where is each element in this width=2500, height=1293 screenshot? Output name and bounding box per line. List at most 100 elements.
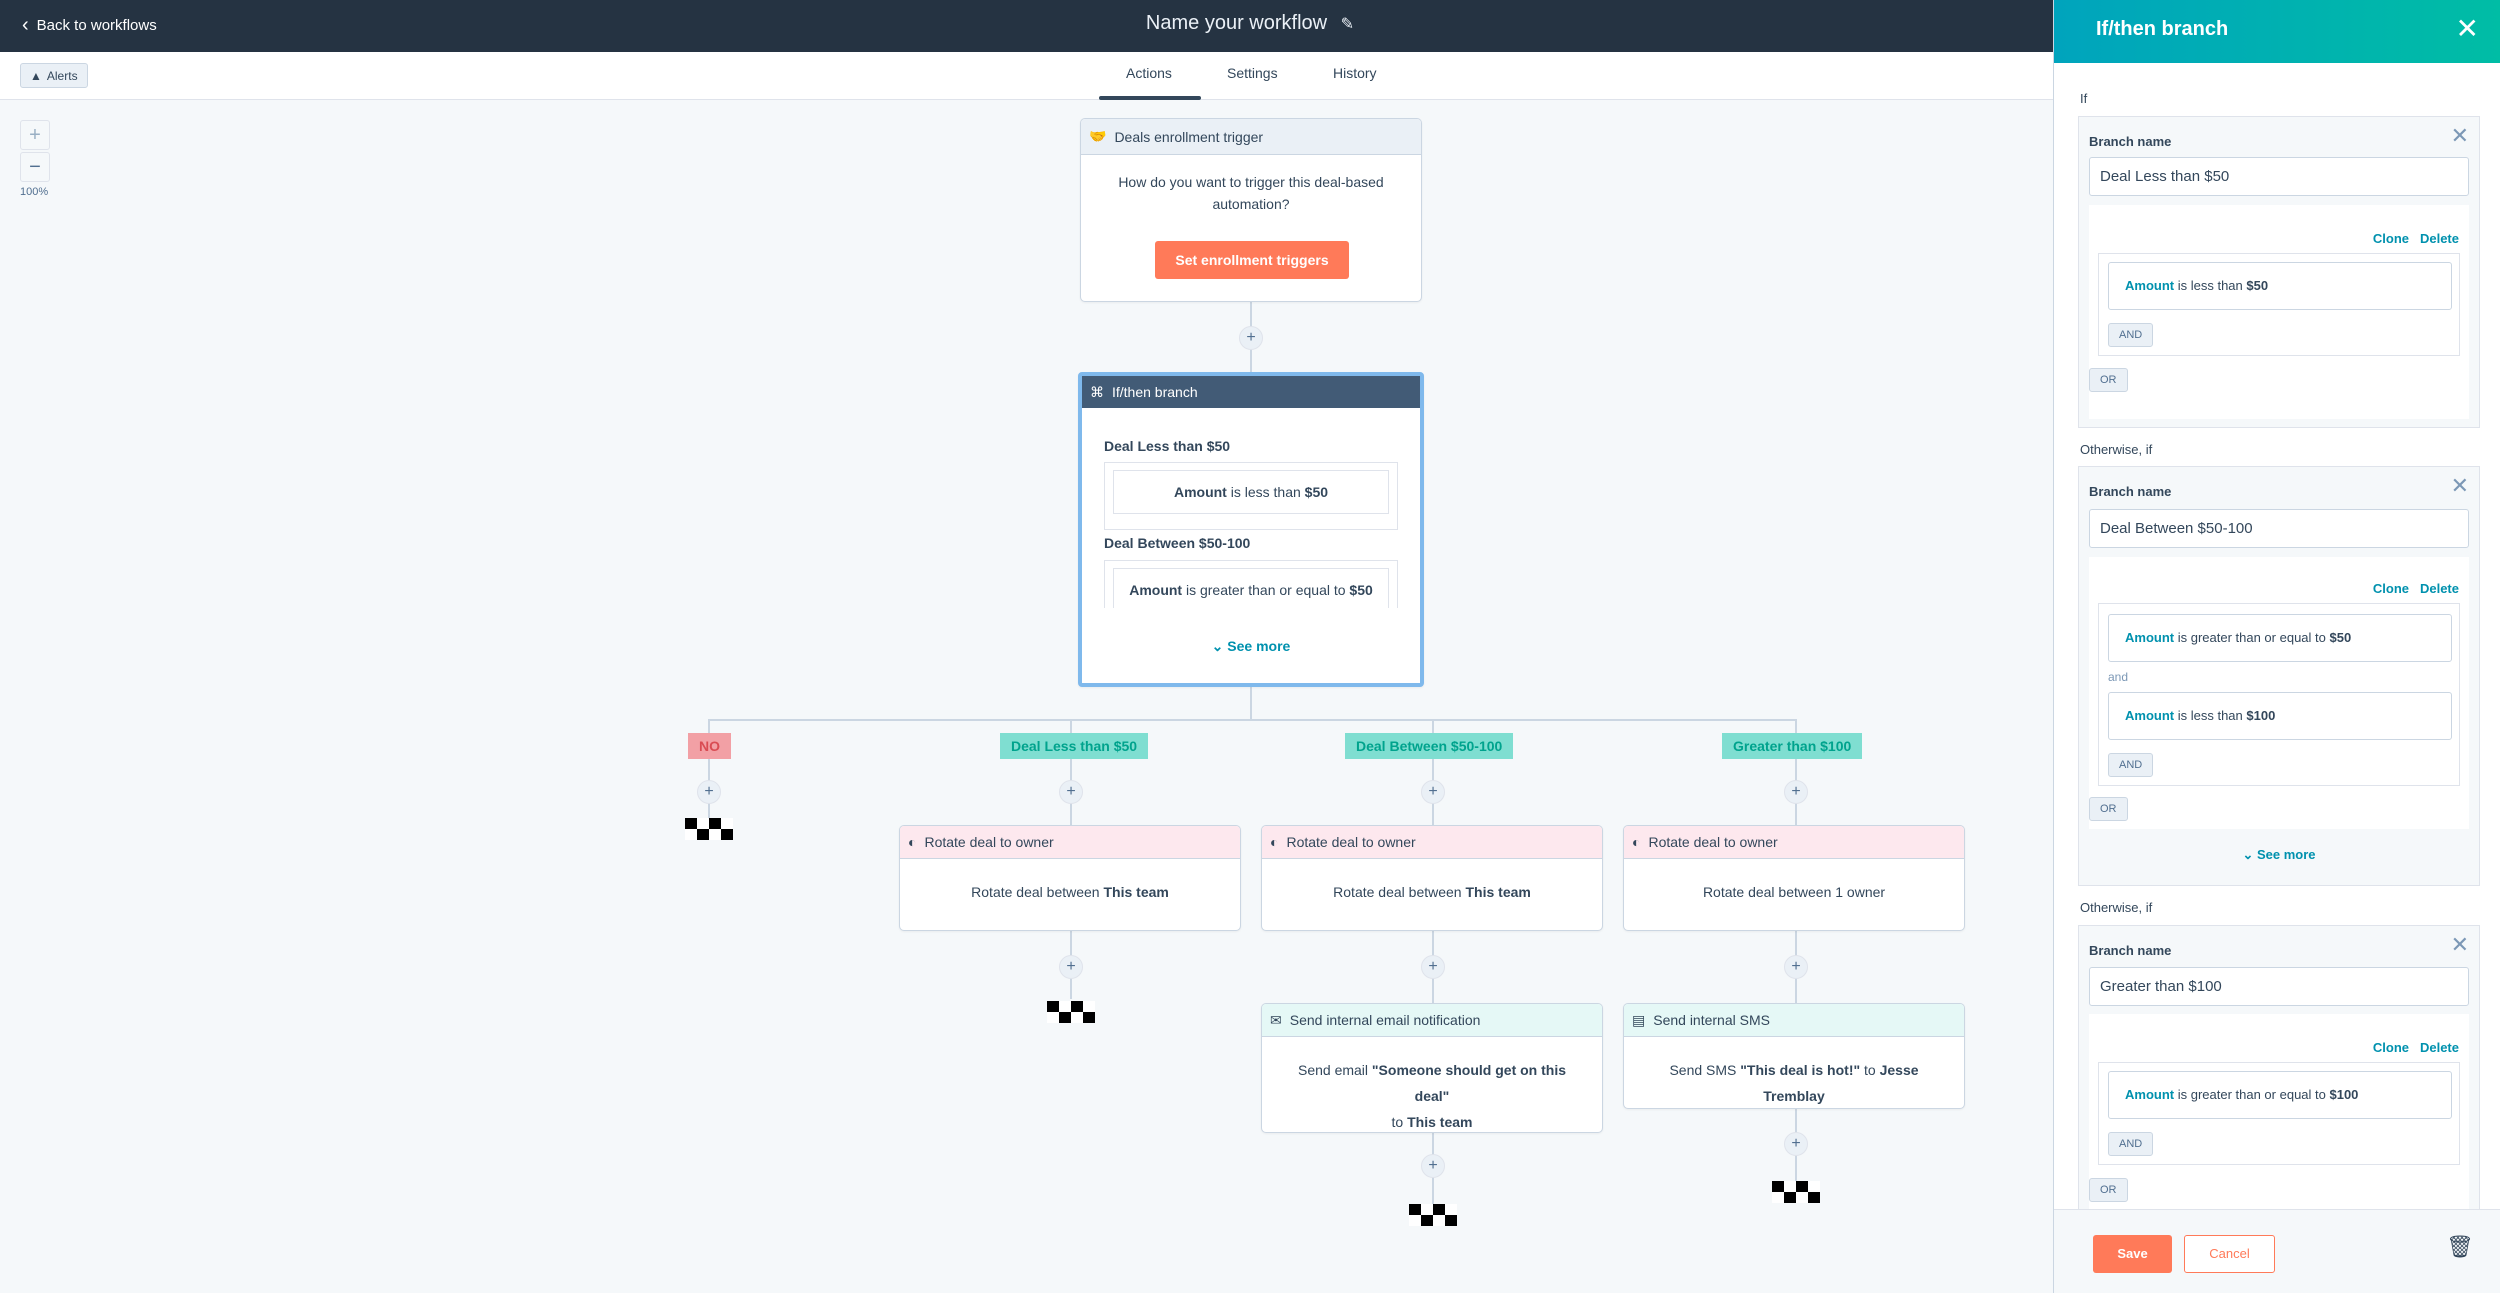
remove-branch-icon[interactable]: ✕ <box>2450 123 2469 148</box>
branch-name: Deal Less than $50 <box>1104 438 1231 454</box>
branch-tag: Deal Less than $50 <box>1000 733 1149 759</box>
clone-link[interactable]: Clone <box>2372 581 2409 596</box>
and-button[interactable]: AND <box>2108 323 2154 347</box>
panel-footer: Save Cancel 🗑 <box>2054 1209 2500 1293</box>
end-flag-icon <box>1047 1001 1095 1023</box>
workflow-title: Name your workflow ✎ <box>0 12 2500 35</box>
condition-group: Amount is less than $50 AND <box>2098 253 2460 356</box>
close-panel-button[interactable]: ✕ <box>2455 13 2479 44</box>
condition[interactable]: Amount is greater than or equal to $50 <box>2108 614 2452 662</box>
filter-area: Clone Delete Amount is greater than or e… <box>2089 557 2469 829</box>
add-action-button[interactable]: + <box>1784 1132 1808 1156</box>
rotate-deal-card[interactable]: ◐Rotate deal to owner Rotate deal betwee… <box>1261 825 1603 931</box>
tab-history[interactable]: History <box>1333 65 1377 81</box>
branch-box: Branch name ✕ Deal Less than $50 Clone D… <box>2078 116 2480 428</box>
branch-tag: Greater than $100 <box>1722 733 1863 759</box>
set-enrollment-triggers-button[interactable]: Set enrollment triggers <box>1155 241 1349 279</box>
trash-icon[interactable]: 🗑 <box>2446 1234 2474 1259</box>
card-body: Rotate deal between 1 owner <box>1702 884 1886 900</box>
branch-card-title: If/then branch <box>1112 384 1198 400</box>
branch-box: Branch name ✕ Deal Between $50-100 Clone… <box>2078 466 2480 886</box>
and-button[interactable]: AND <box>2108 1132 2154 1156</box>
top-bar: ‹Back to workflows <box>0 0 2053 52</box>
branch-name-label: Branch name <box>2089 484 2172 499</box>
branch-name: Deal Between $50-100 <box>1104 535 1251 551</box>
branch-name-input[interactable]: Deal Between $50-100 <box>2089 509 2469 548</box>
card-header: ▤Send internal SMS <box>1624 1004 1964 1037</box>
card-header: ✉ Send internal email notification <box>1262 1004 1602 1037</box>
condition[interactable]: Amount is less than $100 <box>2108 692 2452 740</box>
or-button[interactable]: OR <box>2089 1178 2128 1202</box>
cancel-button[interactable]: Cancel <box>2184 1235 2275 1273</box>
add-action-button[interactable]: + <box>1421 780 1445 804</box>
rotate-deal-card[interactable]: ◐Rotate deal to owner Rotate deal betwee… <box>899 825 1241 931</box>
add-action-button[interactable]: + <box>1784 955 1808 979</box>
trigger-header: 🤝Deals enrollment trigger <box>1081 119 1421 155</box>
chevron-down-icon: ⌄ <box>1211 638 1224 654</box>
rotate-deal-card[interactable]: ◐Rotate deal to owner Rotate deal betwee… <box>1623 825 1965 931</box>
back-label: Back to workflows <box>36 17 157 34</box>
zoom-out-button[interactable]: − <box>20 152 50 182</box>
tab-actions[interactable]: Actions <box>1126 65 1172 81</box>
trigger-question: How do you want to trigger this deal-bas… <box>1118 174 1384 212</box>
add-action-button[interactable]: + <box>1784 780 1808 804</box>
add-action-button[interactable]: + <box>1059 955 1083 979</box>
end-flag-icon <box>1772 1181 1820 1203</box>
branch-name-label: Branch name <box>2089 134 2172 149</box>
condition-group: Amount is less than $50 <box>1104 462 1398 530</box>
filter-area: Clone Delete Amount is greater than or e… <box>2089 1014 2469 1214</box>
end-flag-icon <box>685 818 733 840</box>
connector <box>1250 687 1252 719</box>
tab-settings[interactable]: Settings <box>1227 65 1278 81</box>
or-button[interactable]: OR <box>2089 797 2128 821</box>
send-email-card[interactable]: ✉Send internal email notification Send e… <box>1261 1003 1603 1133</box>
add-action-button[interactable]: + <box>1059 780 1083 804</box>
alerts-button[interactable]: ▲ Alerts <box>20 63 88 88</box>
and-button[interactable]: AND <box>2108 753 2154 777</box>
condition-group: Amount is greater than or equal to $100 … <box>2098 1062 2460 1165</box>
add-action-button[interactable]: + <box>697 780 721 804</box>
card-title: Send internal email notification <box>1289 1012 1481 1028</box>
if-label: If <box>2080 91 2088 106</box>
add-action-button[interactable]: + <box>1239 326 1263 350</box>
warning-icon: ▲ <box>30 68 42 83</box>
add-action-button[interactable]: + <box>1421 1154 1445 1178</box>
connector <box>708 719 1797 721</box>
card-title: Rotate deal to owner <box>1286 834 1416 850</box>
delete-link[interactable]: Delete <box>2419 1040 2459 1055</box>
envelope-icon: ✉ <box>1270 1011 1282 1028</box>
branch-tree-icon: ⌘ <box>1090 383 1104 400</box>
card-title: Rotate deal to owner <box>1648 834 1778 850</box>
see-more-link[interactable]: ⌄ See more <box>2242 847 2316 862</box>
back-to-workflows-link[interactable]: ‹Back to workflows <box>22 14 157 37</box>
save-button[interactable]: Save <box>2093 1235 2172 1273</box>
end-flag-icon <box>1409 1204 1457 1226</box>
see-more-link[interactable]: ⌄ See more <box>1211 638 1291 654</box>
branch-name-input[interactable]: Greater than $100 <box>2089 967 2469 1006</box>
if-then-branch-card[interactable]: ⌘ If/then branch Deal Less than $50 Amoun… <box>1078 372 1424 687</box>
condition: Amount is greater than or equal to $50 <box>1113 568 1389 608</box>
branch-box: Branch name ✕ Greater than $100 Clone De… <box>2078 925 2480 1215</box>
card-header: ◐Rotate deal to owner <box>900 826 1240 859</box>
delete-link[interactable]: Delete <box>2419 231 2459 246</box>
remove-branch-icon[interactable]: ✕ <box>2450 932 2469 957</box>
branch-editor-panel: If/then branch ✕ If Branch name ✕ Deal L… <box>2053 0 2500 1293</box>
branch-name-input[interactable]: Deal Less than $50 <box>2089 157 2469 196</box>
alerts-label: Alerts <box>46 68 78 83</box>
card-body: Rotate deal between This team <box>1333 884 1531 900</box>
add-action-button[interactable]: + <box>1421 955 1445 979</box>
clone-link[interactable]: Clone <box>2372 1040 2409 1055</box>
enrollment-trigger-card[interactable]: 🤝Deals enrollment trigger How do you wan… <box>1080 118 1422 302</box>
workflow-title-text[interactable]: Name your workflow <box>1145 12 1328 34</box>
send-sms-card[interactable]: ▤Send internal SMS Send SMS "This deal i… <box>1623 1003 1965 1109</box>
card-title: Rotate deal to owner <box>924 834 1054 850</box>
zoom-in-button[interactable]: + <box>20 120 50 150</box>
delete-link[interactable]: Delete <box>2419 581 2459 596</box>
card-title: Send internal SMS <box>1653 1012 1770 1028</box>
clone-link[interactable]: Clone <box>2372 231 2409 246</box>
remove-branch-icon[interactable]: ✕ <box>2450 473 2469 498</box>
condition[interactable]: Amount is greater than or equal to $100 <box>2108 1071 2452 1119</box>
condition[interactable]: Amount is less than $50 <box>2108 262 2452 310</box>
pencil-icon[interactable]: ✎ <box>1340 16 1355 33</box>
or-button[interactable]: OR <box>2089 368 2128 392</box>
